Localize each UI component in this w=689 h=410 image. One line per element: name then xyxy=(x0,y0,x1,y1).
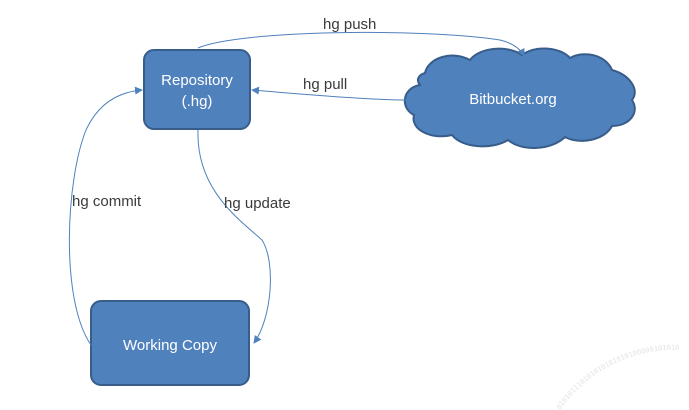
repository-node[interactable]: Repository (.hg) xyxy=(143,49,251,130)
push-edge xyxy=(197,31,525,57)
pull-label: hg pull xyxy=(303,76,347,93)
repository-label: Repository xyxy=(161,72,233,89)
binary-watermark: 010101110101010101010100000101010 xyxy=(555,344,679,410)
update-edge xyxy=(197,129,271,344)
bitbucket-label: Bitbucket.org xyxy=(469,91,557,108)
working-copy-label: Working Copy xyxy=(123,337,217,354)
commit-label: hg commit xyxy=(72,193,142,210)
pull-edge xyxy=(251,86,407,101)
push-label: hg push xyxy=(323,16,376,33)
working-copy-node[interactable]: Working Copy xyxy=(90,300,250,386)
commit-edge xyxy=(68,86,143,346)
bitbucket-cloud-node[interactable]: Bitbucket.org xyxy=(404,47,636,149)
update-label: hg update xyxy=(224,195,291,212)
repository-sublabel: (.hg) xyxy=(182,93,213,110)
